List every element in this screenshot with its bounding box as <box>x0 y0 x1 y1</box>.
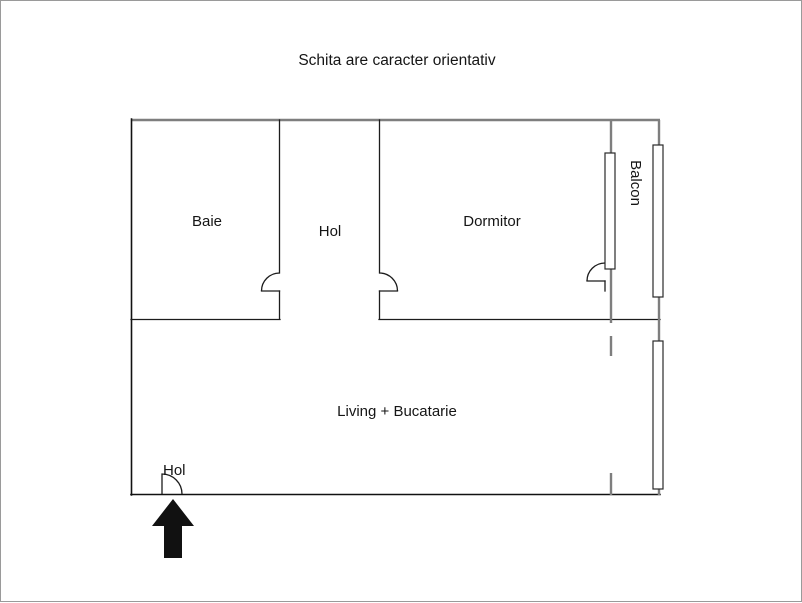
partition-baie-hol <box>260 119 281 320</box>
room-label-hol-upper: Hol <box>319 223 342 240</box>
room-label-baie: Baie <box>192 213 222 230</box>
window-balcony-upper-outer <box>652 144 664 298</box>
partition-hol-dormitor <box>378 119 399 320</box>
entrance-direction-arrow <box>152 499 194 558</box>
page-title: Schita are caracter orientativ <box>298 52 496 69</box>
door-baie-arc <box>260 272 280 292</box>
door-entrance-arc <box>161 473 183 495</box>
window-dormitor-balcony <box>604 152 616 270</box>
window-balcony-lower-outer <box>652 340 664 490</box>
entrance-door-group <box>161 473 183 495</box>
door-dormitor-arc <box>379 272 399 292</box>
balcony-structure <box>586 120 664 495</box>
room-label-living-bucatarie: Living + Bucatarie <box>337 403 457 420</box>
room-label-hol-lower: Hol <box>163 462 186 479</box>
room-label-dormitor: Dormitor <box>463 213 521 230</box>
room-label-balcon: Balcon <box>627 160 644 206</box>
exterior-walls <box>130 118 661 496</box>
door-balcon-arc <box>586 262 606 282</box>
arrow-glyph <box>152 499 194 558</box>
